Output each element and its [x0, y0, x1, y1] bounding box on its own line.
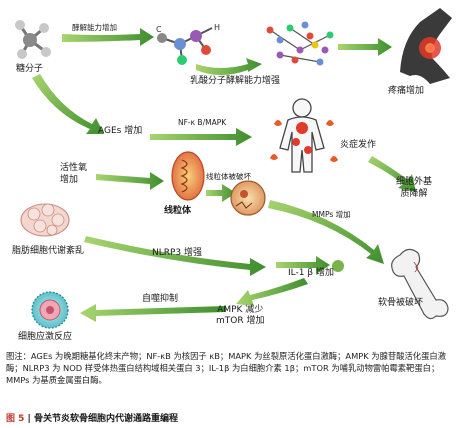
figure-title-text: 骨关节炎软骨细胞内代谢通路重编程 [33, 414, 178, 424]
figure-number: 图 5 [6, 414, 25, 424]
arrow-lactate-enhance [196, 58, 262, 75]
inflammation-body-icon [270, 98, 338, 173]
edge-label-il1b: IL-1 β 增加 [288, 268, 334, 278]
molecule-cluster-icon [266, 21, 334, 66]
cartilage-bone-icon [391, 248, 449, 320]
label-ecm: 细胞外基 质降解 [396, 177, 433, 199]
arrow-autophagy [80, 304, 226, 322]
figure-title: 图 5 | 骨关节炎软骨细胞内代谢通路重编程 [6, 411, 178, 424]
edge-label-nfkb: NF-κ B/MAPK [178, 118, 227, 127]
diagram-canvas: C H [15, 8, 452, 329]
label-ros: 活性氧 增加 [60, 163, 88, 185]
label-pain: 疼痛增加 [388, 86, 425, 96]
arrow-nfkb [150, 128, 252, 146]
label-adipose: 脂肪细胞代谢紊乱 [12, 246, 85, 256]
label-lactate: 乳酸分子酵解能力增强 [190, 76, 281, 86]
figure-separator: | [27, 414, 34, 424]
label-sugar: 糖分子 [16, 64, 44, 74]
edge-label-mmps: MMPs 增加 [312, 210, 351, 219]
label-ages: AGEs 增加 [98, 126, 143, 136]
lactate-molecule-icon: C H [156, 23, 220, 65]
stress-cell-icon [31, 291, 69, 329]
arrow-ecm [368, 156, 416, 192]
svg-text:H: H [214, 23, 220, 32]
edge-label-nlrp3: NLRP3 增强 [152, 248, 203, 258]
arrow-glycolysis [62, 28, 154, 46]
damaged-cell-icon [230, 180, 266, 216]
adipose-cells-icon [20, 203, 70, 237]
label-mito: 线粒体 [164, 206, 192, 216]
arrow-mito-damage [206, 184, 236, 202]
svg-text:C: C [156, 25, 162, 34]
arrow-il1b [276, 256, 330, 274]
arrow-ampk [236, 278, 308, 306]
label-bone: 软骨被破坏 [378, 298, 424, 308]
edge-label-autophagy: 自噬抑制 [142, 294, 179, 304]
figure-caption: 图注：AGEs 为晚期糖基化终末产物；NF-κB 为核因子 κB；MAPK 为丝… [6, 350, 458, 386]
caption-note: 图注：AGEs 为晚期糖基化终末产物；NF-κB 为核因子 κB；MAPK 为丝… [6, 351, 446, 385]
il1b-icon [332, 260, 344, 272]
arrow-ages [32, 74, 104, 134]
sugar-molecule-icon [15, 20, 51, 59]
label-stress: 细胞应激反应 [18, 332, 73, 342]
pathway-diagram: C H [12, 8, 452, 342]
edge-label-mito-damage: 线粒体被破坏 [206, 172, 251, 181]
arrow-mmps [268, 200, 384, 264]
mitochondrion-icon [171, 151, 205, 201]
edge-label-glycolysis: 酵解能力增加 [72, 23, 117, 32]
arrow-pain [338, 38, 392, 56]
arrow-ros [96, 172, 164, 190]
arrow-nlrp3 [84, 236, 266, 276]
label-inflammation: 炎症发作 [340, 140, 377, 150]
edge-label-ampk: AMPK 减少 mTOR 增加 [216, 305, 265, 326]
knee-pain-icon [400, 8, 452, 84]
